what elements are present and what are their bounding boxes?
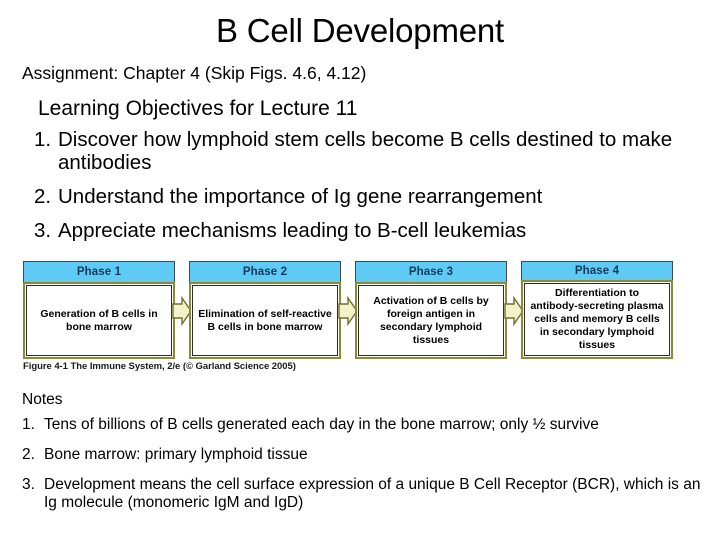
right-arrow-icon [504, 296, 524, 326]
list-item: 3. Development means the cell surface ex… [22, 476, 712, 512]
list-item-number: 2. [22, 446, 35, 463]
phase-body: Differentiation to antibody-secreting pl… [521, 280, 673, 359]
phase-body-text: Differentiation to antibody-secreting pl… [530, 287, 664, 351]
list-item-text: Development means the cell surface expre… [44, 476, 701, 511]
arrow-connector-2-3 [338, 261, 358, 359]
learning-objectives-section: Learning Objectives for Lecture 11 1. Di… [34, 96, 706, 242]
phase-body: Activation of B cells by foreign antigen… [355, 282, 507, 359]
list-item-number: 3. [22, 476, 35, 493]
phase-body-text: Activation of B cells by foreign antigen… [373, 294, 489, 346]
phase-body-inner: Elimination of self-reactive B cells in … [192, 285, 338, 356]
phase-header-label: Phase 1 [23, 261, 175, 282]
phase-body-inner: Activation of B cells by foreign antigen… [358, 285, 504, 356]
list-item-number: 1. [34, 128, 52, 151]
phase-body: Elimination of self-reactive B cells in … [189, 282, 341, 359]
phase-box-4: Phase 4 Differentiation to antibody-secr… [521, 261, 673, 359]
list-item: 2. Understand the importance of Ig gene … [34, 185, 706, 208]
phase-body: Generation of B cells in bone marrow [23, 282, 175, 359]
list-item-number: 3. [34, 219, 52, 242]
list-item: 3. Appreciate mechanisms leading to B-ce… [34, 219, 706, 242]
phase-body-text: Generation of B cells in bone marrow [40, 307, 158, 333]
phase-body-inner: Differentiation to antibody-secreting pl… [524, 283, 670, 356]
phase-box-2: Phase 2 Elimination of self-reactive B c… [189, 261, 341, 359]
notes-list: 1. Tens of billions of B cells generated… [22, 416, 712, 512]
learning-objectives-list: 1. Discover how lymphoid stem cells beco… [34, 128, 706, 242]
arrow-connector-1-2 [172, 261, 192, 359]
page-title: B Cell Development [215, 12, 505, 49]
arrow-connector-3-4 [504, 261, 524, 359]
b-cell-phases-figure: Phase 1 Generation of B cells in bone ma… [23, 261, 673, 375]
notes-section: Notes 1. Tens of billions of B cells gen… [22, 390, 712, 512]
list-item-text: Appreciate mechanisms leading to B-cell … [58, 219, 527, 242]
phase-header-label: Phase 2 [189, 261, 341, 282]
phase-header-label: Phase 4 [521, 261, 673, 280]
list-item-number: 2. [34, 185, 52, 208]
assignment-line: Assignment: Chapter 4 (Skip Figs. 4.6, 4… [22, 63, 367, 83]
phase-box-1: Phase 1 Generation of B cells in bone ma… [23, 261, 175, 359]
right-arrow-icon [338, 296, 358, 326]
list-item-text: Tens of billions of B cells generated ea… [44, 416, 599, 433]
list-item-text: Bone marrow: primary lymphoid tissue [44, 446, 308, 463]
list-item-text: Understand the importance of Ig gene rea… [58, 185, 543, 208]
list-item-number: 1. [22, 416, 35, 433]
list-item-text: Discover how lymphoid stem cells become … [58, 128, 673, 174]
list-item: 1. Discover how lymphoid stem cells beco… [34, 128, 706, 174]
learning-objectives-heading: Learning Objectives for Lecture 11 [38, 97, 358, 120]
phase-body-text: Elimination of self-reactive B cells in … [198, 307, 332, 333]
phase-flow-diagram: Phase 1 Generation of B cells in bone ma… [23, 261, 673, 359]
list-item: 1. Tens of billions of B cells generated… [22, 416, 712, 434]
list-item: 2. Bone marrow: primary lymphoid tissue [22, 446, 712, 464]
figure-caption: Figure 4-1 The Immune System, 2/e (© Gar… [23, 361, 296, 372]
right-arrow-icon [172, 296, 192, 326]
phase-header-label: Phase 3 [355, 261, 507, 282]
phase-box-3: Phase 3 Activation of B cells by foreign… [355, 261, 507, 359]
phase-body-inner: Generation of B cells in bone marrow [26, 285, 172, 356]
notes-heading: Notes [22, 391, 63, 408]
